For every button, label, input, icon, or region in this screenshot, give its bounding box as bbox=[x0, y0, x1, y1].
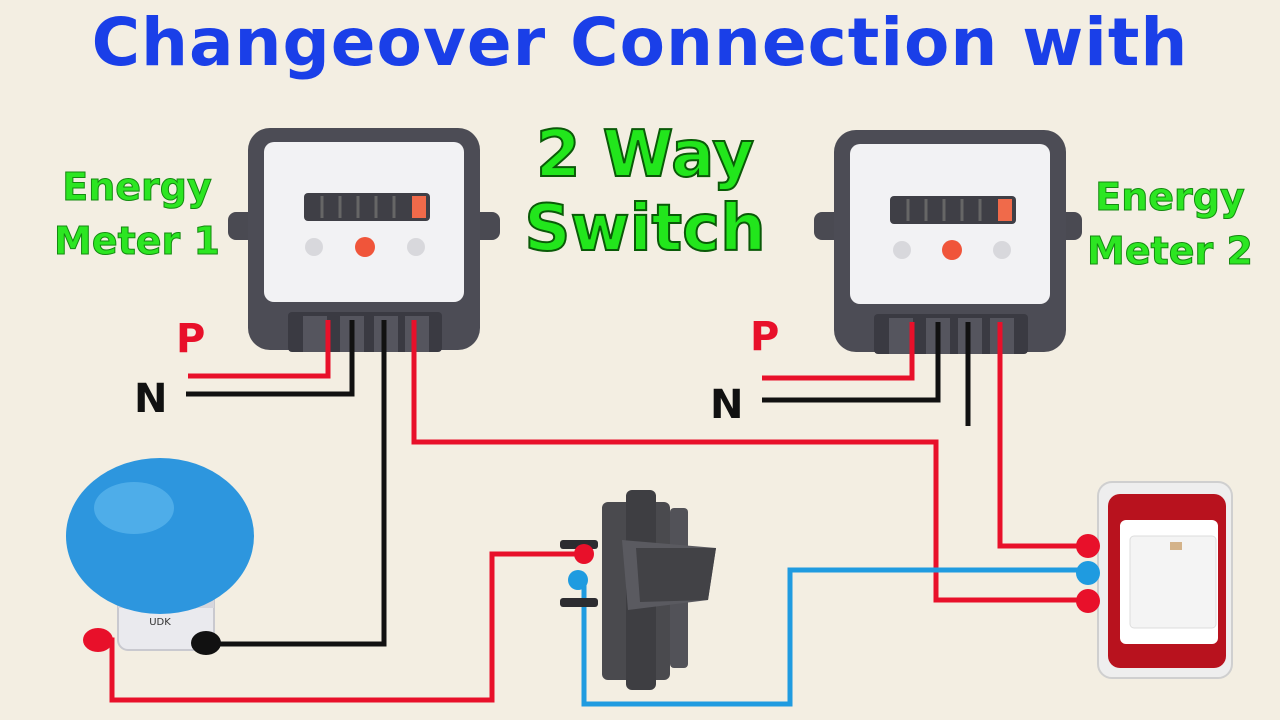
meter-2-label: Energy Meter 2 bbox=[1070, 170, 1270, 278]
subtitle-line-1: 2 Way bbox=[535, 117, 755, 193]
diagram-subtitle: 2 Way Switch bbox=[500, 117, 790, 267]
meter-2-label-line-1: Energy bbox=[1095, 175, 1246, 220]
meter-2-wires bbox=[762, 322, 1086, 549]
bulb: UDK bbox=[66, 458, 254, 655]
diagram-title: Changeover Connection with bbox=[91, 4, 1189, 81]
bulb-brand: UDK bbox=[149, 617, 171, 628]
meter-2-phase-label: P bbox=[750, 314, 780, 360]
meter-1-label-line-2: Meter 1 bbox=[54, 219, 221, 264]
meter-1-neutral-label: N bbox=[134, 376, 168, 422]
energy-meter-1 bbox=[228, 128, 500, 352]
meter-1-wires bbox=[186, 320, 1086, 647]
energy-meter-2 bbox=[814, 130, 1082, 354]
meter-2-neutral-label: N bbox=[710, 382, 744, 428]
subtitle-line-2: Switch bbox=[523, 191, 766, 267]
meter-1-phase-label: P bbox=[176, 316, 206, 362]
meter-1-label: Energy Meter 1 bbox=[42, 160, 232, 268]
meter-2-label-line-2: Meter 2 bbox=[1087, 229, 1254, 274]
wall-switch bbox=[1076, 481, 1233, 679]
two-way-switch bbox=[560, 490, 716, 690]
meter-1-label-line-1: Energy bbox=[62, 165, 213, 210]
